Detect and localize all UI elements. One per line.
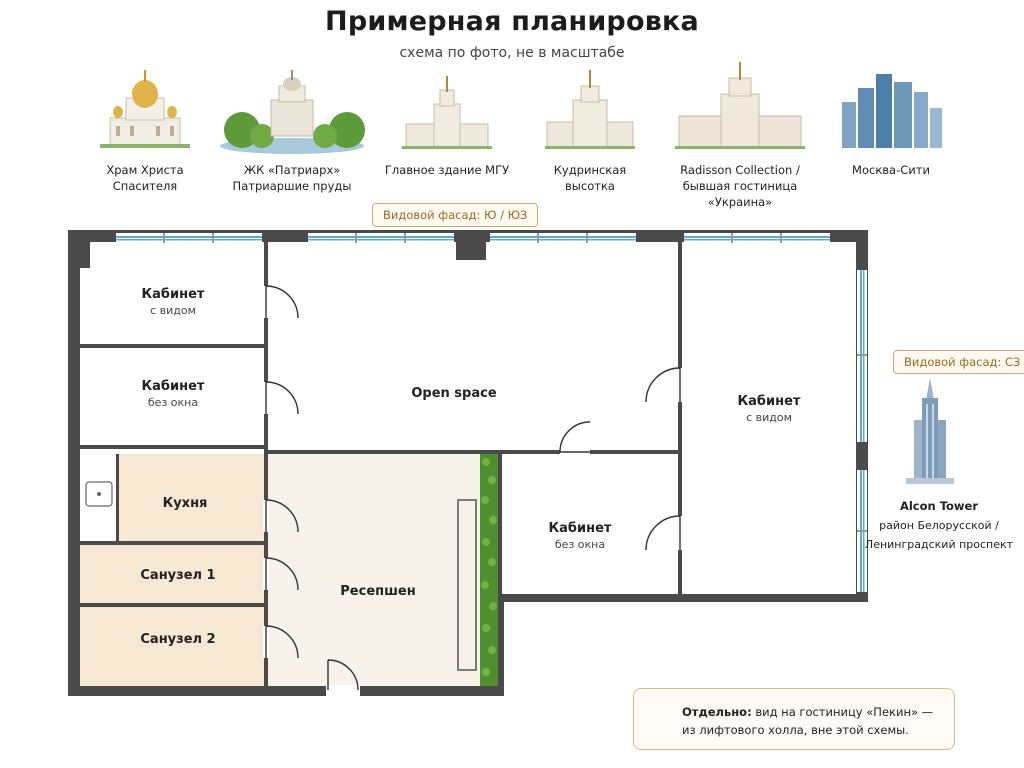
door-office-left bbox=[263, 381, 299, 415]
room-name: Кабинет bbox=[141, 287, 205, 302]
landmark-caption-line2: Патриаршие пруды bbox=[232, 179, 352, 193]
landmark-msu: Главное здание МГУ bbox=[362, 58, 532, 198]
note-bold: Отдельно: bbox=[682, 705, 752, 719]
landmark-caption-line1: Radisson Collection / bbox=[680, 163, 800, 177]
note-box: Отдельно: вид на гостиницу «Пекин» — из … bbox=[633, 688, 955, 750]
room-office-view-top: Кабинет с видом bbox=[80, 287, 266, 319]
door-open-space bbox=[559, 421, 591, 455]
room-sub: с видом bbox=[150, 304, 196, 317]
moscow-city-icon bbox=[842, 74, 942, 148]
room-name: Санузел 2 bbox=[140, 632, 216, 647]
tower-line3: Ленинградский проспект bbox=[864, 538, 1014, 551]
door-wc1 bbox=[263, 557, 299, 591]
alcon-tower-icon bbox=[906, 378, 954, 484]
landmark-caption-line1: Москва-Сити bbox=[852, 163, 930, 177]
cathedral-icon bbox=[100, 70, 190, 148]
landmark-caption-line2: высотка bbox=[565, 179, 615, 193]
radisson-hotel-icon bbox=[675, 62, 805, 149]
east-windows bbox=[857, 270, 867, 592]
south-windows bbox=[116, 233, 830, 243]
room-name: Санузел 1 bbox=[140, 568, 216, 583]
room-sub: с видом bbox=[746, 411, 792, 424]
room-wc1: Санузел 1 bbox=[80, 568, 276, 584]
room-office-nowindow-mid: Кабинет без окна bbox=[504, 521, 656, 553]
room-kitchen: Кухня bbox=[120, 496, 250, 512]
room-office-nowindow-left: Кабинет без окна bbox=[80, 379, 266, 411]
msu-building-icon bbox=[402, 76, 492, 149]
landmark-kudrinskaya: Кудринская высотка bbox=[505, 58, 675, 198]
reception-desk bbox=[457, 499, 477, 671]
landmark-radisson: Radisson Collection / бывшая гостиница «У… bbox=[655, 58, 825, 209]
room-name: Ресепшен bbox=[340, 584, 416, 599]
note-text: Отдельно: вид на гостиницу «Пекин» — из … bbox=[682, 703, 933, 739]
page-title: Примерная планировка bbox=[325, 6, 699, 37]
door-wc2 bbox=[263, 625, 299, 659]
door-kitchen bbox=[263, 499, 299, 533]
landmark-caption-line1: Кудринская bbox=[553, 163, 627, 177]
room-name: Open space bbox=[411, 386, 497, 401]
landmark-patriarch: ЖК «Патриарх» Патриаршие пруды bbox=[207, 58, 377, 198]
landmark-caption-line1: Храм Христа bbox=[106, 163, 184, 177]
note-line2: из лифтового холла, вне этой схемы. bbox=[682, 723, 909, 737]
landmark-caption-line1: Главное здание МГУ bbox=[384, 163, 510, 177]
room-sub: без окна bbox=[147, 396, 199, 409]
landmark-moscow-city: Москва-Сити bbox=[806, 58, 976, 198]
patriarch-building-icon bbox=[220, 70, 365, 154]
facade-south-badge: Видовой фасад: Ю / ЮЗ bbox=[372, 203, 539, 227]
kudrinskaya-building-icon bbox=[545, 70, 635, 149]
room-open-space: Open space bbox=[354, 386, 554, 402]
tower-caption: Alcon Tower район Белорусской / Ленингра… bbox=[864, 497, 1014, 554]
entrance-door bbox=[326, 659, 360, 697]
room-sub: без окна bbox=[554, 538, 606, 551]
landmark-caption-line1: ЖК «Патриарх» bbox=[243, 163, 341, 177]
room-wc2: Санузел 2 bbox=[80, 632, 276, 648]
page-subtitle: схема по фото, не в масштабе bbox=[399, 45, 625, 61]
room-name: Кабинет bbox=[737, 394, 801, 409]
room-name: Кабинет bbox=[141, 379, 205, 394]
tower-line2: район Белорусской / bbox=[879, 519, 999, 532]
tower-name: Alcon Tower bbox=[899, 499, 979, 513]
door-office-top bbox=[263, 285, 299, 319]
room-name: Кухня bbox=[162, 496, 208, 511]
landmark-caption-line2: Спасителя bbox=[112, 179, 178, 193]
door-office-mid bbox=[645, 515, 683, 551]
note-line1: вид на гостиницу «Пекин» — bbox=[751, 705, 934, 719]
landmark-caption-line2: бывшая гостиница «Украина» bbox=[682, 179, 798, 209]
door-office-right bbox=[645, 367, 683, 403]
room-name: Кабинет bbox=[548, 521, 612, 536]
room-reception: Ресепшен bbox=[300, 584, 456, 600]
facade-nw-badge: Видовой фасад: СЗ bbox=[893, 350, 1024, 374]
room-office-view-right: Кабинет с видом bbox=[694, 394, 844, 426]
